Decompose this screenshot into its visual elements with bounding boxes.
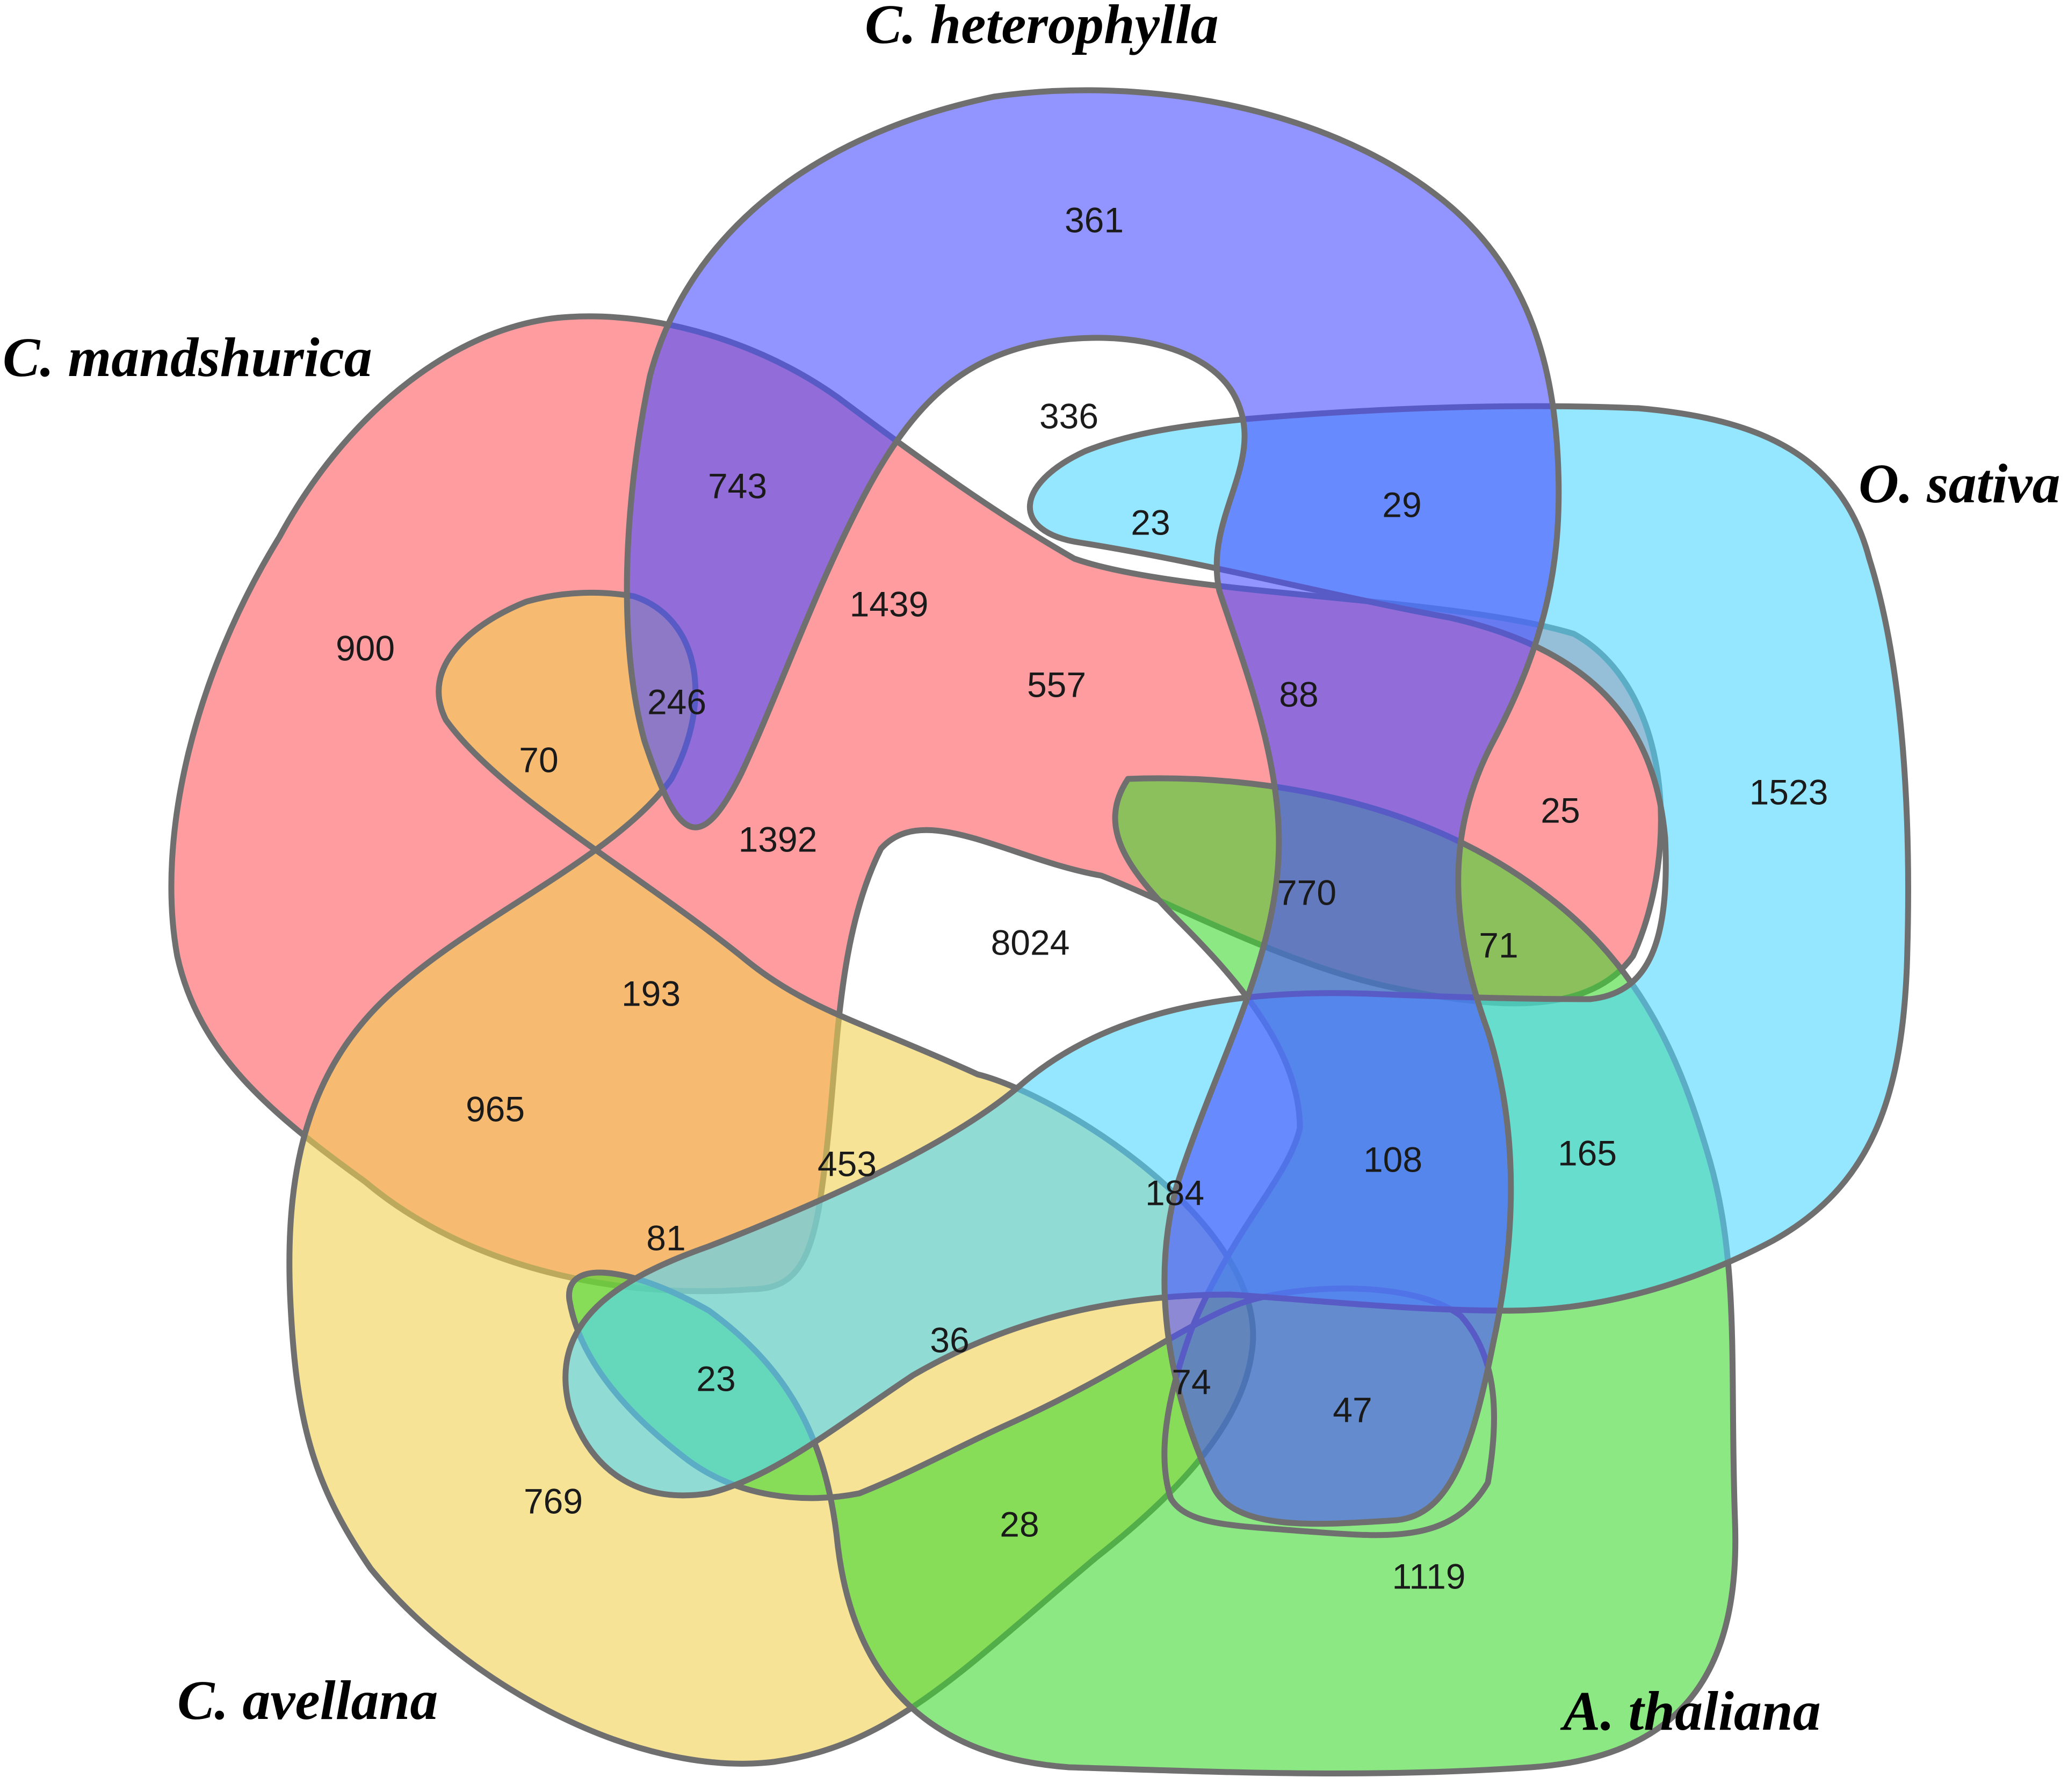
set-label-thaliana: A. thaliana bbox=[1560, 1680, 1821, 1742]
region-count: 193 bbox=[621, 973, 681, 1013]
region-count: 246 bbox=[647, 682, 706, 721]
region-count: 165 bbox=[1558, 1133, 1617, 1173]
region-count: 1523 bbox=[1749, 772, 1828, 812]
region-count: 743 bbox=[708, 466, 767, 505]
region-count: 8024 bbox=[991, 922, 1070, 962]
region-count: 71 bbox=[1479, 925, 1518, 965]
region-count: 23 bbox=[696, 1359, 735, 1398]
region-count: 29 bbox=[1382, 485, 1421, 524]
set-label-avellana: C. avellana bbox=[177, 1670, 438, 1731]
region-count: 900 bbox=[336, 628, 395, 668]
region-count: 25 bbox=[1541, 790, 1580, 830]
region-count: 184 bbox=[1145, 1173, 1204, 1212]
region-count: 770 bbox=[1277, 872, 1336, 912]
set-shape-heterophylla bbox=[624, 87, 1562, 1527]
region-count: 36 bbox=[930, 1320, 969, 1360]
region-count: 965 bbox=[466, 1089, 525, 1129]
region-count: 88 bbox=[1279, 674, 1318, 714]
region-count: 108 bbox=[1363, 1139, 1422, 1179]
region-count: 336 bbox=[1039, 396, 1098, 436]
region-count: 81 bbox=[646, 1218, 685, 1258]
region-count: 453 bbox=[818, 1144, 877, 1183]
region-count: 1439 bbox=[850, 584, 929, 624]
region-count: 769 bbox=[524, 1481, 583, 1521]
set-label-mandshurica: C. mandshurica bbox=[3, 327, 372, 388]
region-count: 47 bbox=[1333, 1390, 1372, 1429]
region-count: 28 bbox=[1000, 1504, 1039, 1544]
region-count: 557 bbox=[1027, 664, 1086, 704]
region-count: 70 bbox=[519, 740, 558, 779]
region-count: 74 bbox=[1172, 1362, 1211, 1401]
region-count: 361 bbox=[1065, 200, 1124, 240]
region-count: 1119 bbox=[1392, 1556, 1465, 1596]
set-label-heterophylla: C. heterophylla bbox=[865, 0, 1219, 55]
region-count: 1392 bbox=[739, 819, 818, 859]
set-label-sativa: O. sativa bbox=[1859, 453, 2060, 515]
region-count: 23 bbox=[1131, 502, 1170, 542]
